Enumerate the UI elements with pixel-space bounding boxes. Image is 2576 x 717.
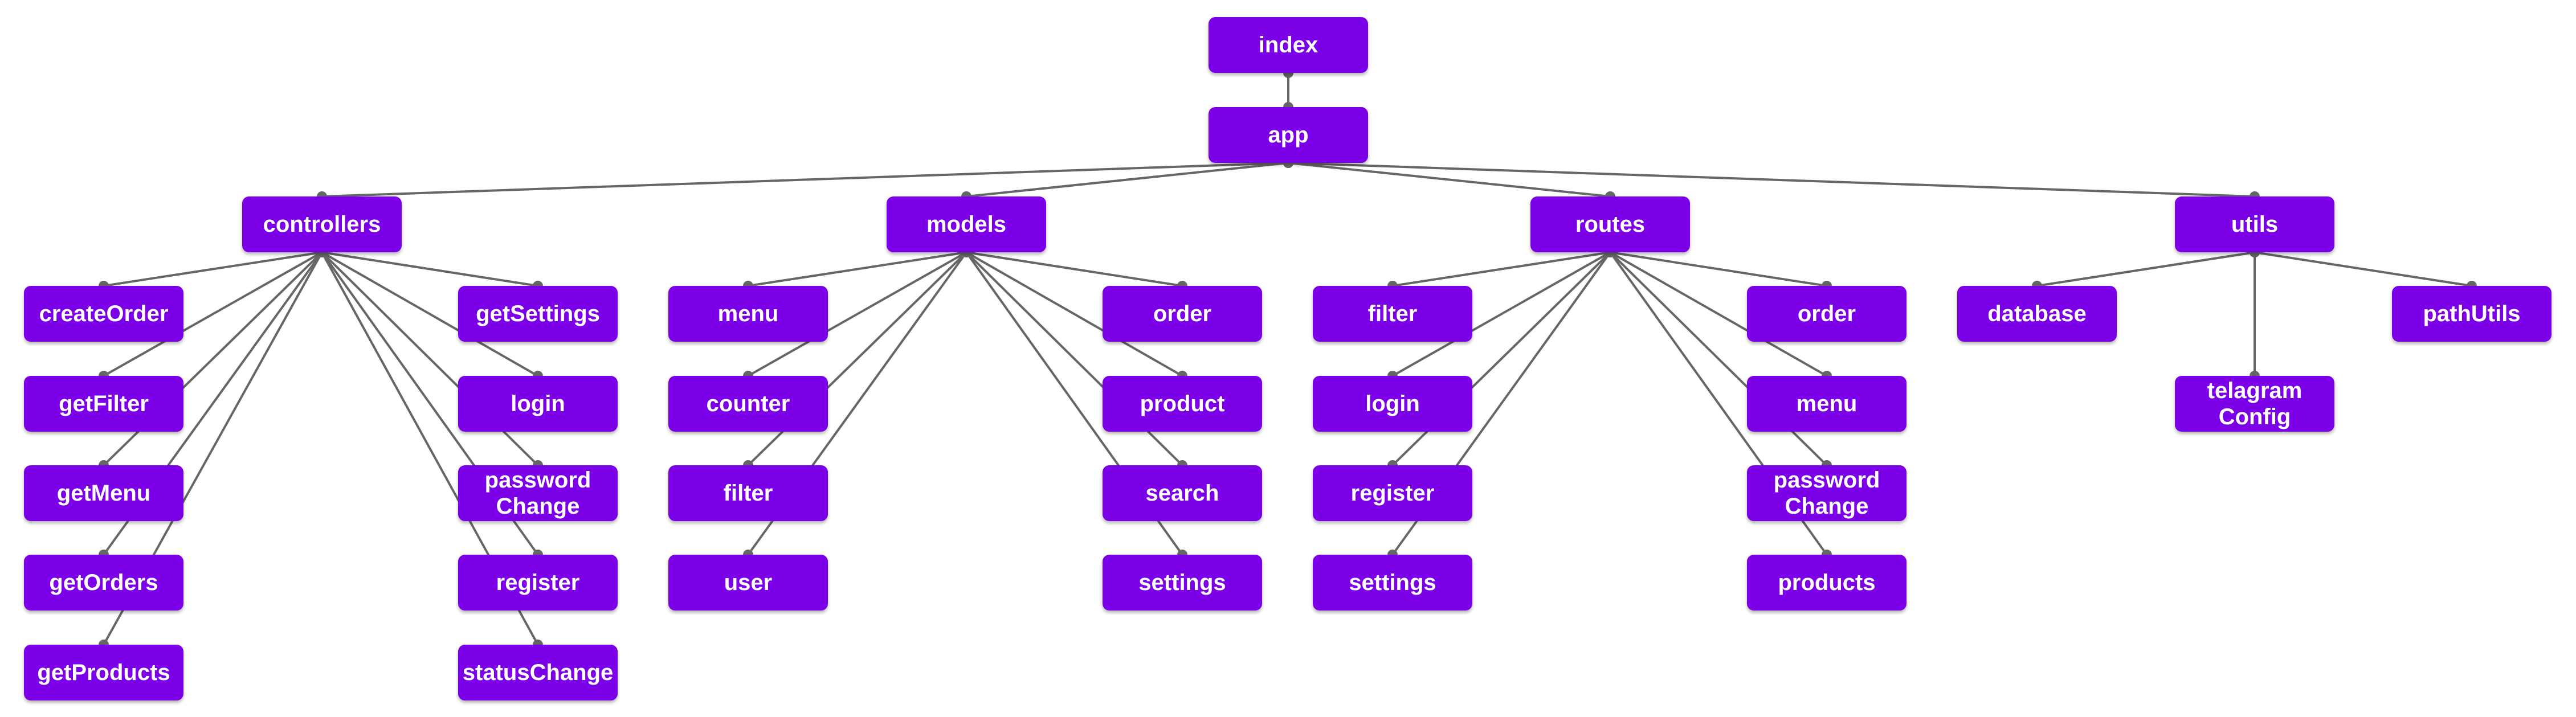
edge-controllers-c_getFilter	[103, 251, 322, 377]
edge-routes-r_register	[1391, 251, 1611, 466]
edge-app-utils	[1288, 162, 2255, 198]
node-controllers-passwordchange: password Change	[458, 465, 618, 521]
edge-controllers-c_getSettings	[321, 251, 538, 287]
node-app: app	[1209, 107, 1368, 163]
edge-controllers-c_getMenu	[103, 251, 323, 466]
node-controllers-login: login	[458, 376, 618, 432]
node-routes-login: login	[1313, 376, 1472, 432]
node-models-user: user	[668, 555, 828, 611]
node-models-product: product	[1103, 376, 1262, 432]
edge-app-routes	[1288, 162, 1611, 198]
node-routes-register: register	[1313, 465, 1472, 521]
node-controllers-getsettings: getSettings	[458, 286, 618, 342]
node-routes: routes	[1530, 196, 1690, 252]
edge-controllers-c_createOrder	[103, 251, 322, 287]
node-models-counter: counter	[668, 376, 828, 432]
node-controllers-createorder: createOrder	[24, 286, 183, 342]
edge-utils-u_pathUtils	[2254, 251, 2472, 287]
node-controllers: controllers	[242, 196, 402, 252]
node-models-search: search	[1103, 465, 1262, 521]
node-routes-products: products	[1747, 555, 1907, 611]
edge-models-m_order	[966, 251, 1183, 287]
edge-routes-r_login	[1392, 251, 1611, 377]
node-controllers-register: register	[458, 555, 618, 611]
edge-controllers-c_login	[321, 251, 538, 377]
node-controllers-statuschange: statusChange	[458, 645, 618, 700]
node-routes-menu: menu	[1747, 376, 1907, 432]
edge-models-m_counter	[748, 251, 967, 377]
edge-routes-r_filter	[1392, 251, 1611, 287]
node-controllers-getorders: getOrders	[24, 555, 183, 611]
edge-routes-r_order	[1610, 251, 1827, 287]
edge-app-models	[966, 162, 1289, 198]
edge-models-m_product	[966, 251, 1183, 377]
node-routes-order: order	[1747, 286, 1907, 342]
node-controllers-getfilter: getFilter	[24, 376, 183, 432]
edge-models-m_menu	[748, 251, 967, 287]
node-controllers-getproducts: getProducts	[24, 645, 183, 700]
edge-routes-r_passwordChange	[1609, 251, 1828, 466]
node-utils-telagramconfig: telagram Config	[2175, 376, 2334, 432]
edge-app-controllers	[321, 162, 1289, 198]
node-index: index	[1209, 17, 1368, 73]
node-models-menu: menu	[668, 286, 828, 342]
node-routes-filter: filter	[1313, 286, 1472, 342]
edge-models-m_search	[965, 251, 1183, 466]
node-models-settings: settings	[1103, 555, 1262, 611]
node-models-filter: filter	[668, 465, 828, 521]
edge-models-m_filter	[747, 251, 967, 466]
node-routes-settings: settings	[1313, 555, 1472, 611]
node-models-order: order	[1103, 286, 1262, 342]
node-utils: utils	[2175, 196, 2334, 252]
node-utils-database: database	[1957, 286, 2117, 342]
edge-routes-r_menu	[1610, 251, 1827, 377]
edge-controllers-c_passwordChange	[321, 251, 539, 466]
node-models: models	[887, 196, 1046, 252]
edge-utils-u_database	[2036, 251, 2255, 287]
node-routes-passwordchange: password Change	[1747, 465, 1907, 521]
node-controllers-getmenu: getMenu	[24, 465, 183, 521]
node-utils-pathutils: pathUtils	[2392, 286, 2551, 342]
